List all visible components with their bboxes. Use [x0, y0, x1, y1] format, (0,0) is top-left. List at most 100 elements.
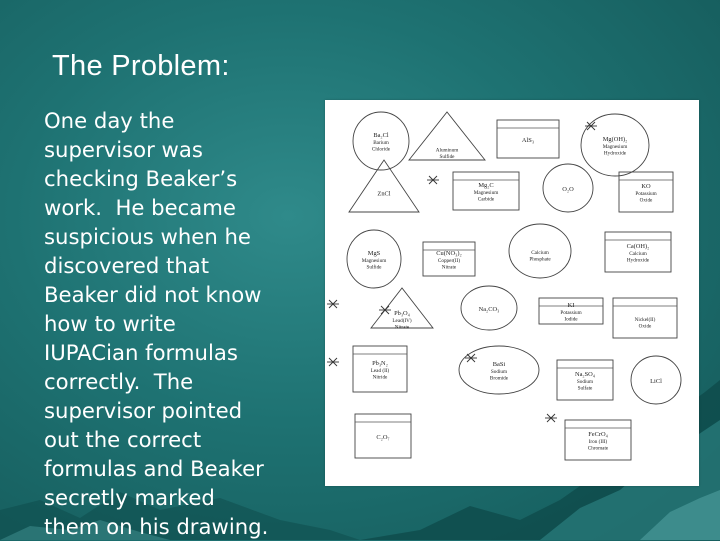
shape-formula-label: Pb₃O₄ — [394, 310, 410, 317]
rect-shape — [604, 231, 672, 273]
asterisk-icon — [327, 357, 339, 367]
body-line: IUPACian formulas — [44, 340, 238, 365]
shape-name-label: Calcium — [531, 250, 549, 256]
shape-formula-label: KO — [641, 183, 651, 190]
shape-name-label: Oxide — [640, 197, 653, 203]
shape-formula-label: LiCl — [650, 378, 662, 385]
rect-shape — [352, 345, 408, 393]
rect-shape — [452, 171, 520, 211]
body-line: how to write — [44, 311, 176, 336]
shape-name-label: Magnesium — [474, 190, 499, 196]
shape-name-label: Carbide — [478, 196, 495, 202]
shape-formula-label: BaSi — [493, 361, 506, 368]
asterisk-icon — [585, 121, 597, 131]
shape-name-label: Iron (III) — [589, 438, 608, 445]
rect-shape — [422, 241, 476, 277]
asterisk-stroke — [328, 299, 338, 309]
shape-name-label: Phosphate — [529, 256, 551, 262]
triangle-shape — [408, 111, 486, 161]
shape-name-label: Lead(IV) — [392, 317, 412, 324]
shape-name-label: Chloride — [372, 146, 391, 152]
circle-shape — [580, 113, 650, 177]
shape-name-label: Nitride — [373, 374, 388, 380]
shape-formula-label: C₂O₇ — [376, 434, 389, 441]
shape-formula-label: FeCrO₄ — [588, 431, 608, 438]
shape-formula-label: Cu(NO₃)₂ — [436, 250, 461, 257]
asterisk-icon — [545, 413, 557, 423]
asterisk-stroke — [380, 305, 390, 315]
rect-shape — [496, 119, 560, 159]
shape-formula-label: Na₂CO₃ — [479, 306, 500, 313]
shape-name-label: Iodide — [564, 316, 578, 322]
asterisk-stroke — [586, 121, 596, 131]
asterisk-stroke — [328, 357, 338, 367]
body-line: discovered that — [44, 253, 210, 278]
shape-name-label: Nitrate — [442, 264, 457, 270]
circle-shape — [508, 223, 572, 279]
rect-shape — [612, 297, 678, 339]
shape-formula-label: Ba₂Cl — [373, 132, 389, 139]
shape-formula-label: KI — [568, 302, 575, 309]
shape-formula-label: Mg(OH)₂ — [603, 136, 628, 143]
asterisk-icon — [427, 175, 439, 185]
circle-shape — [460, 285, 518, 331]
rect-shape — [556, 359, 614, 401]
shape-formula-label: O₂O — [562, 186, 574, 193]
asterisk-icon — [465, 353, 477, 363]
shape-formula-label: Mg₂C — [478, 182, 493, 189]
circle-shape — [542, 163, 594, 213]
shape-formula-label: Na₂SO₄ — [575, 371, 595, 378]
circle-shape — [346, 229, 402, 289]
asterisk-stroke — [466, 353, 476, 363]
body-line: work. He became — [44, 195, 236, 220]
shape-name-label: Potassium — [560, 310, 581, 316]
shape-name-label: Calcium — [629, 251, 647, 257]
asterisk-icon — [379, 305, 391, 315]
shape-name-label: Lead (II) — [371, 367, 390, 374]
shape-formula-label: Ca(OH)₂ — [627, 243, 650, 250]
shape-name-label: Magnesium — [362, 258, 387, 264]
body-line: out the correct — [44, 427, 202, 452]
shape-formula-label: AlS₃ — [522, 137, 534, 144]
asterisk-stroke — [546, 413, 556, 423]
shape-name-label: Sulfide — [440, 153, 456, 160]
body-line: checking Beaker’s — [44, 166, 238, 191]
slide-body: One day the supervisor was checking Beak… — [44, 106, 320, 541]
shape-name-label: Sulfide — [367, 263, 383, 270]
shape-name-label: Hydroxide — [627, 257, 650, 263]
body-line: secretly marked — [44, 485, 215, 510]
body-line: them on his drawing. — [44, 514, 269, 539]
shape-name-label: Sodium — [491, 369, 507, 375]
body-line: One day the — [44, 108, 175, 133]
shape-name-label: Nitrate — [395, 325, 410, 331]
triangle-shape — [348, 159, 420, 213]
shape-name-label: Sulfate — [578, 384, 593, 391]
rect-shape — [618, 171, 674, 213]
slide-title: The Problem: — [52, 50, 230, 82]
rect-shape — [354, 413, 412, 459]
shape-name-label: Aluminum — [436, 148, 458, 154]
rect-shape — [564, 419, 632, 461]
circle-shape — [458, 345, 540, 395]
circle-shape — [630, 355, 682, 405]
shape-name-label: Bromide — [490, 375, 509, 381]
body-line: Beaker did not know — [44, 282, 262, 307]
shape-name-label: Sodium — [577, 379, 593, 385]
body-line: correctly. The — [44, 369, 194, 394]
circle-shape — [352, 111, 410, 171]
body-line: suspicious when he — [44, 224, 251, 249]
shape-name-label: Copper(II) — [438, 257, 460, 264]
asterisk-stroke — [428, 175, 438, 185]
shape-name-label: Magnesium — [603, 144, 628, 150]
asterisk-icon — [327, 299, 339, 309]
shape-name-label: Chromate — [588, 445, 609, 451]
shape-name-label: Potassium — [635, 191, 656, 197]
body-line: supervisor was — [44, 137, 203, 162]
shape-formula-label: ZnCl — [377, 190, 390, 197]
body-line: formulas and Beaker — [44, 456, 264, 481]
shape-name-label: Oxide — [639, 323, 652, 329]
rect-shape — [538, 297, 604, 325]
shape-name-label: Barium — [373, 140, 389, 146]
